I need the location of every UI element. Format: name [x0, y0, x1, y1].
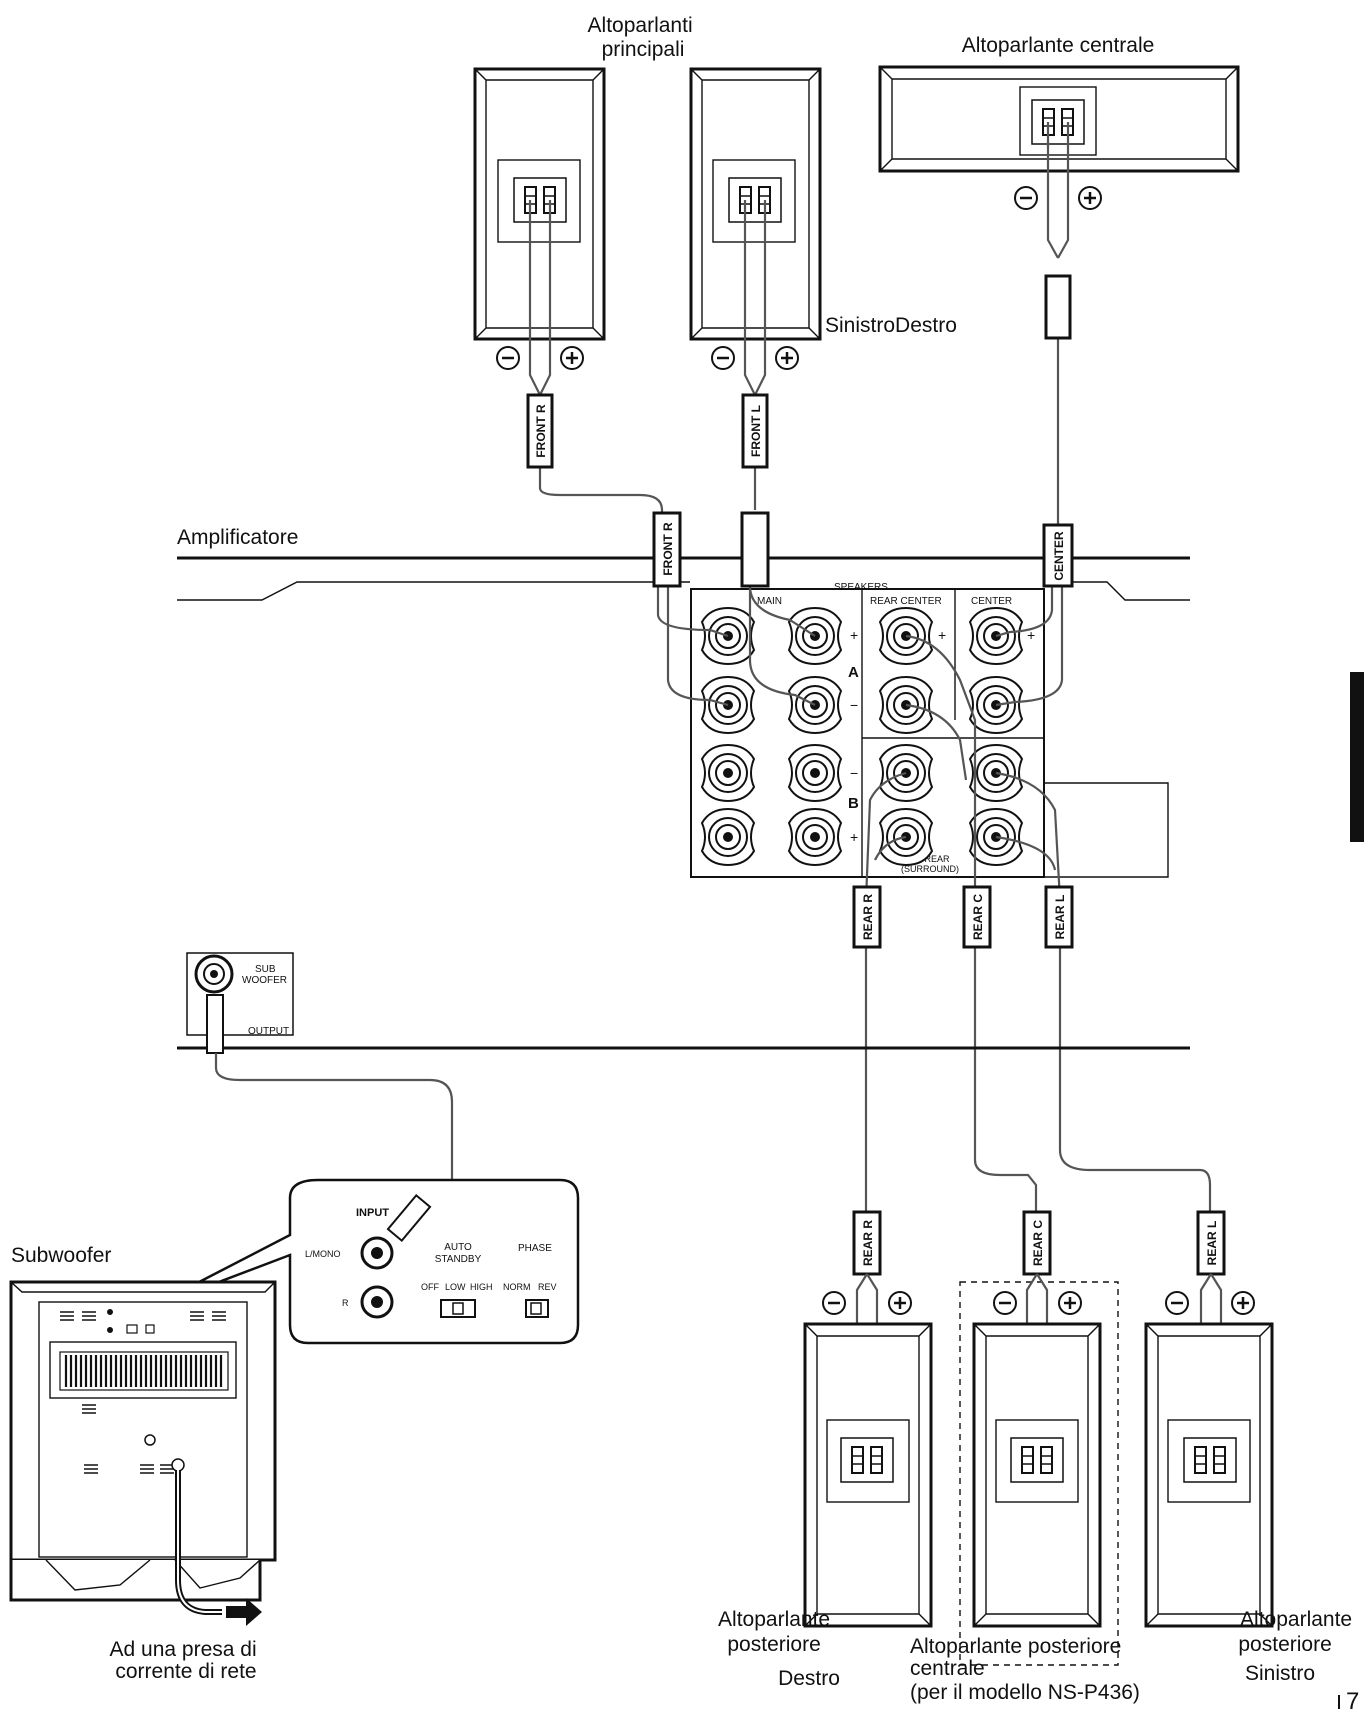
svg-text:FRONT R: FRONT R [534, 404, 548, 458]
svg-text:REAR(SURROUND): REAR(SURROUND) [901, 854, 959, 874]
svg-text:+: + [850, 829, 858, 845]
plus-icon [774, 345, 800, 371]
front-wiring [528, 122, 1070, 707]
svg-text:REAR C: REAR C [971, 894, 985, 940]
svg-text:FRONT L: FRONT L [749, 405, 763, 457]
svg-text:−: − [850, 697, 858, 713]
power-outlet-label: Ad una presa di corrente di rete [110, 1638, 263, 1683]
svg-text:L/MONO: L/MONO [305, 1249, 341, 1259]
svg-text:B: B [848, 795, 859, 812]
rear-center-label: Altoparlante posteriore centrale (per il… [910, 1635, 1140, 1704]
cable-tag-center-amp: CENTER [1042, 523, 1074, 588]
rear-wiring [864, 634, 1212, 1212]
rear-left-label: Altoparlante posteriore Sinistro [1238, 1608, 1358, 1685]
svg-text:+: + [938, 627, 946, 643]
cable-tag-center-speaker [1044, 274, 1072, 340]
cable-tag-rear-r-amp: REAR R [852, 885, 882, 949]
minus-icon [1013, 185, 1039, 211]
plus-icon [1057, 1290, 1083, 1316]
speaker-terminal-panel: SPEAKERS MAIN REAR CENTER CENTER A B REA… [690, 582, 1169, 878]
rear-right-label: Altoparlante posteriore Destro [718, 1608, 840, 1690]
minus-icon [495, 345, 521, 371]
svg-text:−: − [850, 765, 858, 781]
minus-icon [821, 1290, 847, 1316]
svg-text:R: R [342, 1298, 349, 1308]
cable-tag-rear-l-amp: REAR L [1044, 885, 1074, 949]
main-speaker-right [473, 67, 606, 371]
svg-text:SPEAKERS: SPEAKERS [834, 582, 888, 593]
plus-icon [1077, 185, 1103, 211]
page-number: 7 [1346, 1688, 1359, 1709]
cable-tag-front-r-speaker: FRONT R [526, 393, 554, 469]
subwoofer-label: Subwoofer [11, 1244, 111, 1267]
svg-text:FRONT R: FRONT R [661, 522, 675, 576]
arrow-right-icon [226, 1598, 262, 1626]
plus-icon [1230, 1290, 1256, 1316]
svg-text:CENTER: CENTER [1052, 531, 1066, 581]
svg-text:REAR R: REAR R [861, 894, 875, 940]
main-speakers-label: Altoparlanti principali [588, 14, 699, 61]
svg-text:REAR CENTER: REAR CENTER [870, 596, 942, 607]
svg-text:+: + [850, 627, 858, 643]
rear-speaker-left [1144, 1273, 1274, 1628]
minus-icon [1164, 1290, 1190, 1316]
svg-text:+: + [1027, 627, 1035, 643]
cable-tag-front-r-amp: FRONT R [652, 511, 682, 588]
minus-icon [992, 1290, 1018, 1316]
svg-text:OUTPUT: OUTPUT [248, 1026, 289, 1037]
subwoofer-cabinet [9, 1280, 277, 1602]
svg-text:REAR L: REAR L [1053, 895, 1067, 940]
svg-text:MAIN: MAIN [757, 596, 782, 607]
plus-icon [559, 345, 585, 371]
minus-icon [710, 345, 736, 371]
main-speaker-left [689, 67, 822, 371]
cable-tag-front-l-speaker: FRONT L [741, 393, 769, 469]
svg-text:REAR C: REAR C [1031, 1220, 1045, 1266]
left-right-label: SinistroDestro [825, 314, 957, 337]
rear-speaker-center [959, 1273, 1119, 1666]
svg-text:REAR R: REAR R [861, 1220, 875, 1266]
center-speaker [878, 65, 1240, 211]
svg-text:CENTER: CENTER [971, 596, 1012, 607]
cable-tag-rear-l-speaker: REAR L [1196, 1210, 1226, 1276]
rear-speaker-right [803, 1273, 933, 1628]
plus-icon [887, 1290, 913, 1316]
svg-text:INPUT: INPUT [356, 1207, 389, 1219]
center-speaker-label: Altoparlante centrale [962, 34, 1155, 57]
svg-text:REAR L: REAR L [1205, 1221, 1219, 1266]
cable-tag-rear-c-amp: REAR C [962, 885, 992, 949]
cable-tag-front-l-amp [740, 511, 770, 588]
cable-tag-rear-c-speaker: REAR C [1022, 1210, 1052, 1276]
amplifier-label: Amplificatore [177, 526, 298, 549]
amplifier-outline [177, 581, 1190, 601]
svg-text:PHASE: PHASE [518, 1243, 552, 1254]
svg-text:A: A [848, 664, 859, 681]
language-tab-marker [1350, 672, 1364, 842]
cable-tag-rear-r-speaker: REAR R [852, 1210, 882, 1276]
